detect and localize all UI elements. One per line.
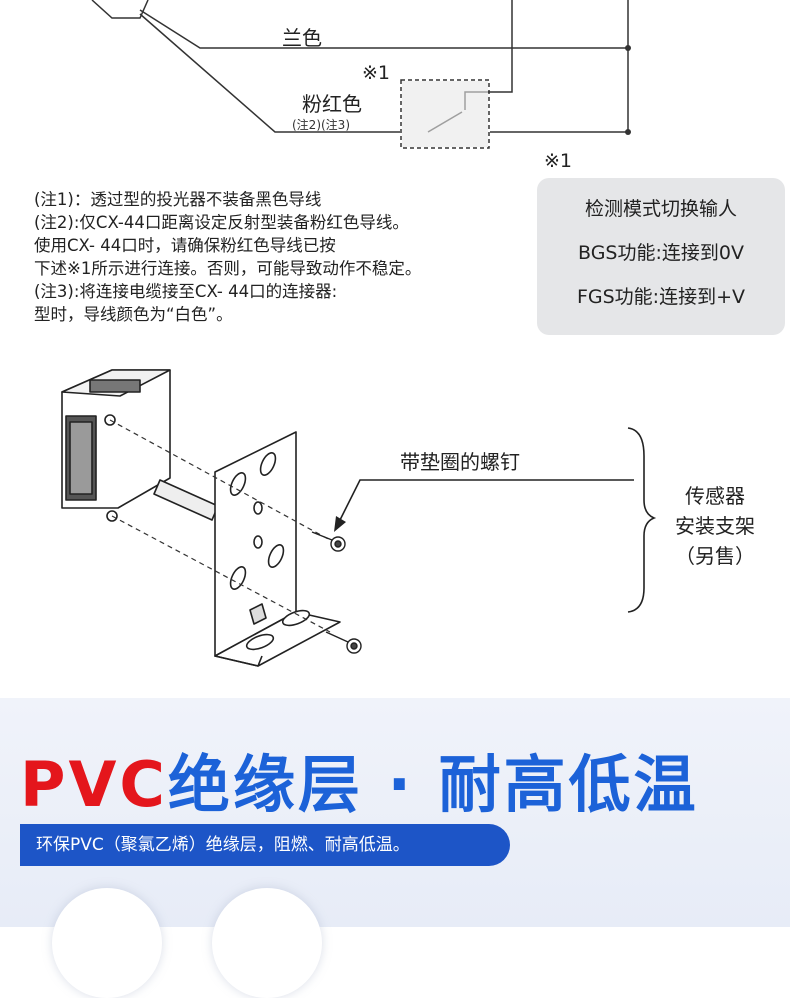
bracket-slot-4 — [229, 566, 247, 590]
wire-pink — [139, 13, 400, 133]
banner-subtitle-pill: 环保PVC（聚氯乙烯）绝缘层，阻燃、耐高低温。 — [20, 824, 510, 866]
note-line: 使用CX- 44口时，请确保粉红色导线已按 — [34, 236, 336, 255]
mode-box-fgs: FGS功能:连接到+V — [576, 286, 746, 308]
sensor-lens — [69, 421, 93, 495]
screw-bottom-shank — [325, 631, 349, 643]
note-mark-2: ※1 — [544, 150, 573, 172]
screw-label-arrow-head — [334, 516, 346, 532]
wire-blue — [139, 9, 628, 49]
junction-dot-1 — [625, 45, 631, 51]
bracket-slot-5 — [281, 609, 311, 627]
sensor-connector — [89, 379, 141, 393]
bracket-label-line2: 安装支架 — [675, 514, 755, 538]
screw-top-shank — [311, 531, 333, 541]
pvc-banner — [0, 698, 790, 927]
note-mark-1: ※1 — [362, 62, 391, 84]
bracket-brace — [627, 427, 657, 613]
note-line: (注2):仅CX-44口距离设定反射型装备粉红色导线。 — [34, 213, 409, 232]
bracket-slot-6 — [245, 633, 275, 651]
banner-title-rest: 绝缘层 · 耐高低温 — [167, 748, 699, 821]
notes-block: (注1)：透过型的投光器不装备黑色导线 (注2):仅CX-44口距离设定反射型装… — [34, 188, 544, 326]
bracket-slot-1 — [259, 452, 277, 476]
wire-label-blue: 兰色 — [282, 26, 322, 50]
note-line: (注1)：透过型的投光器不装备黑色导线 — [34, 190, 322, 209]
bracket-slot-2 — [229, 472, 247, 496]
note-line: 型时，导线颜色为“白色”。 — [34, 305, 233, 324]
bracket-label-line1: 传感器 — [685, 484, 745, 508]
mode-box-title: 检测模式切换输人 — [584, 198, 737, 220]
banner-title: PVC绝缘层 · 耐高低温 — [20, 734, 699, 824]
screw-label: 带垫圈的螺钉 — [400, 450, 520, 474]
dashed-switch-box — [400, 79, 490, 149]
mode-box-bgs: BGS功能:连接到0V — [578, 242, 744, 264]
cable-end-outline — [91, 0, 149, 19]
sensor-cable — [153, 479, 219, 521]
feature-circle-1 — [52, 888, 162, 998]
switch-shade — [402, 81, 488, 147]
feature-circle-2 — [212, 888, 322, 998]
wire-label-pink-notes: (注2)(注3) — [292, 118, 350, 132]
bracket-tab — [249, 603, 267, 625]
banner-title-pvc: PVC — [20, 748, 168, 821]
detection-mode-box: 检测模式切换输人 BGS功能:连接到0V FGS功能:连接到+V — [537, 178, 785, 335]
sensor-bracket-drawing — [61, 369, 657, 667]
bracket-slot-3 — [267, 544, 285, 568]
bracket-hole-1 — [253, 501, 263, 515]
screw-label-leader — [339, 479, 634, 521]
note-line: (注3):将连接电缆接至CX- 44口的连接器: — [34, 282, 338, 301]
bracket-label-line3: （另售） — [675, 544, 755, 568]
guide-line-1 — [109, 419, 331, 541]
note-line: 下述※1所示进行连接。否则，可能导致动作不稳定。 — [34, 259, 422, 278]
wiring-diagram — [91, 0, 631, 149]
bracket-hole-2 — [253, 535, 263, 549]
wire-label-pink: 粉红色 — [302, 92, 362, 116]
junction-dot-2 — [625, 129, 631, 135]
